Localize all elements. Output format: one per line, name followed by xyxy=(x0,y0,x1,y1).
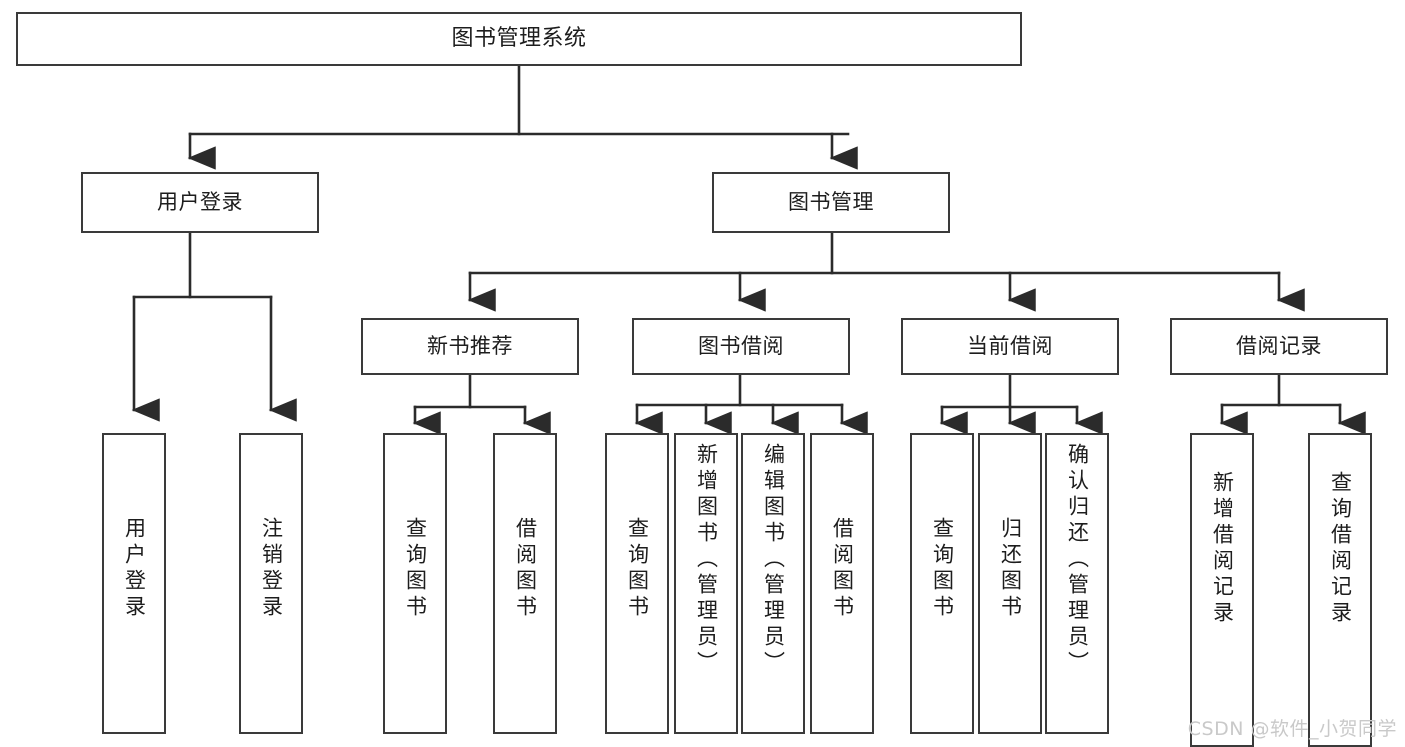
node-user-login-label: 用户登录 xyxy=(157,190,243,215)
node-book-management-label: 图书管理 xyxy=(788,190,874,215)
leaf-borrow-record-add-label: 新增借阅记录 xyxy=(1210,471,1235,627)
leaf-current-borrow-confirm[interactable]: 确认归还（管理员） xyxy=(1045,433,1109,734)
node-book-borrow[interactable]: 图书借阅 xyxy=(632,318,850,375)
node-current-borrow-label: 当前借阅 xyxy=(967,334,1053,359)
node-borrow-record-label: 借阅记录 xyxy=(1236,334,1322,359)
leaf-book-borrow-add[interactable]: 新增图书（管理员） xyxy=(674,433,738,734)
leaf-user-login-logout[interactable]: 注销登录 xyxy=(239,433,303,734)
leaf-new-book-query[interactable]: 查询图书 xyxy=(383,433,447,734)
leaf-user-login-logout-label: 注销登录 xyxy=(259,517,284,621)
leaf-book-borrow-query[interactable]: 查询图书 xyxy=(605,433,669,734)
leaf-book-borrow-borrow-label: 借阅图书 xyxy=(830,517,855,621)
node-book-borrow-label: 图书借阅 xyxy=(698,334,784,359)
node-current-borrow[interactable]: 当前借阅 xyxy=(901,318,1119,375)
node-root[interactable]: 图书管理系统 xyxy=(16,12,1022,66)
leaf-borrow-record-query-label: 查询借阅记录 xyxy=(1328,471,1353,627)
leaf-user-login-login[interactable]: 用户登录 xyxy=(102,433,166,734)
leaf-new-book-borrow[interactable]: 借阅图书 xyxy=(493,433,557,734)
leaf-user-login-login-label: 用户登录 xyxy=(122,517,147,621)
leaf-current-borrow-query[interactable]: 查询图书 xyxy=(910,433,974,734)
node-borrow-record[interactable]: 借阅记录 xyxy=(1170,318,1388,375)
leaf-book-borrow-edit[interactable]: 编辑图书（管理员） xyxy=(741,433,805,734)
leaf-current-borrow-query-label: 查询图书 xyxy=(930,517,955,621)
node-book-management[interactable]: 图书管理 xyxy=(712,172,950,233)
node-new-book-recommend[interactable]: 新书推荐 xyxy=(361,318,579,375)
leaf-new-book-borrow-label: 借阅图书 xyxy=(513,517,538,621)
leaf-book-borrow-query-label: 查询图书 xyxy=(625,517,650,621)
leaf-borrow-record-add[interactable]: 新增借阅记录 xyxy=(1190,433,1254,747)
leaf-current-borrow-confirm-label: 确认归还（管理员） xyxy=(1065,443,1090,677)
node-new-book-recommend-label: 新书推荐 xyxy=(427,334,513,359)
leaf-new-book-query-label: 查询图书 xyxy=(403,517,428,621)
leaf-current-borrow-return-label: 归还图书 xyxy=(998,517,1023,621)
leaf-book-borrow-add-label: 新增图书（管理员） xyxy=(694,443,719,677)
node-root-label: 图书管理系统 xyxy=(451,26,587,52)
node-user-login[interactable]: 用户登录 xyxy=(81,172,319,233)
leaf-book-borrow-borrow[interactable]: 借阅图书 xyxy=(810,433,874,734)
leaf-borrow-record-query[interactable]: 查询借阅记录 xyxy=(1308,433,1372,747)
leaf-book-borrow-edit-label: 编辑图书（管理员） xyxy=(761,443,786,677)
leaf-current-borrow-return[interactable]: 归还图书 xyxy=(978,433,1042,734)
